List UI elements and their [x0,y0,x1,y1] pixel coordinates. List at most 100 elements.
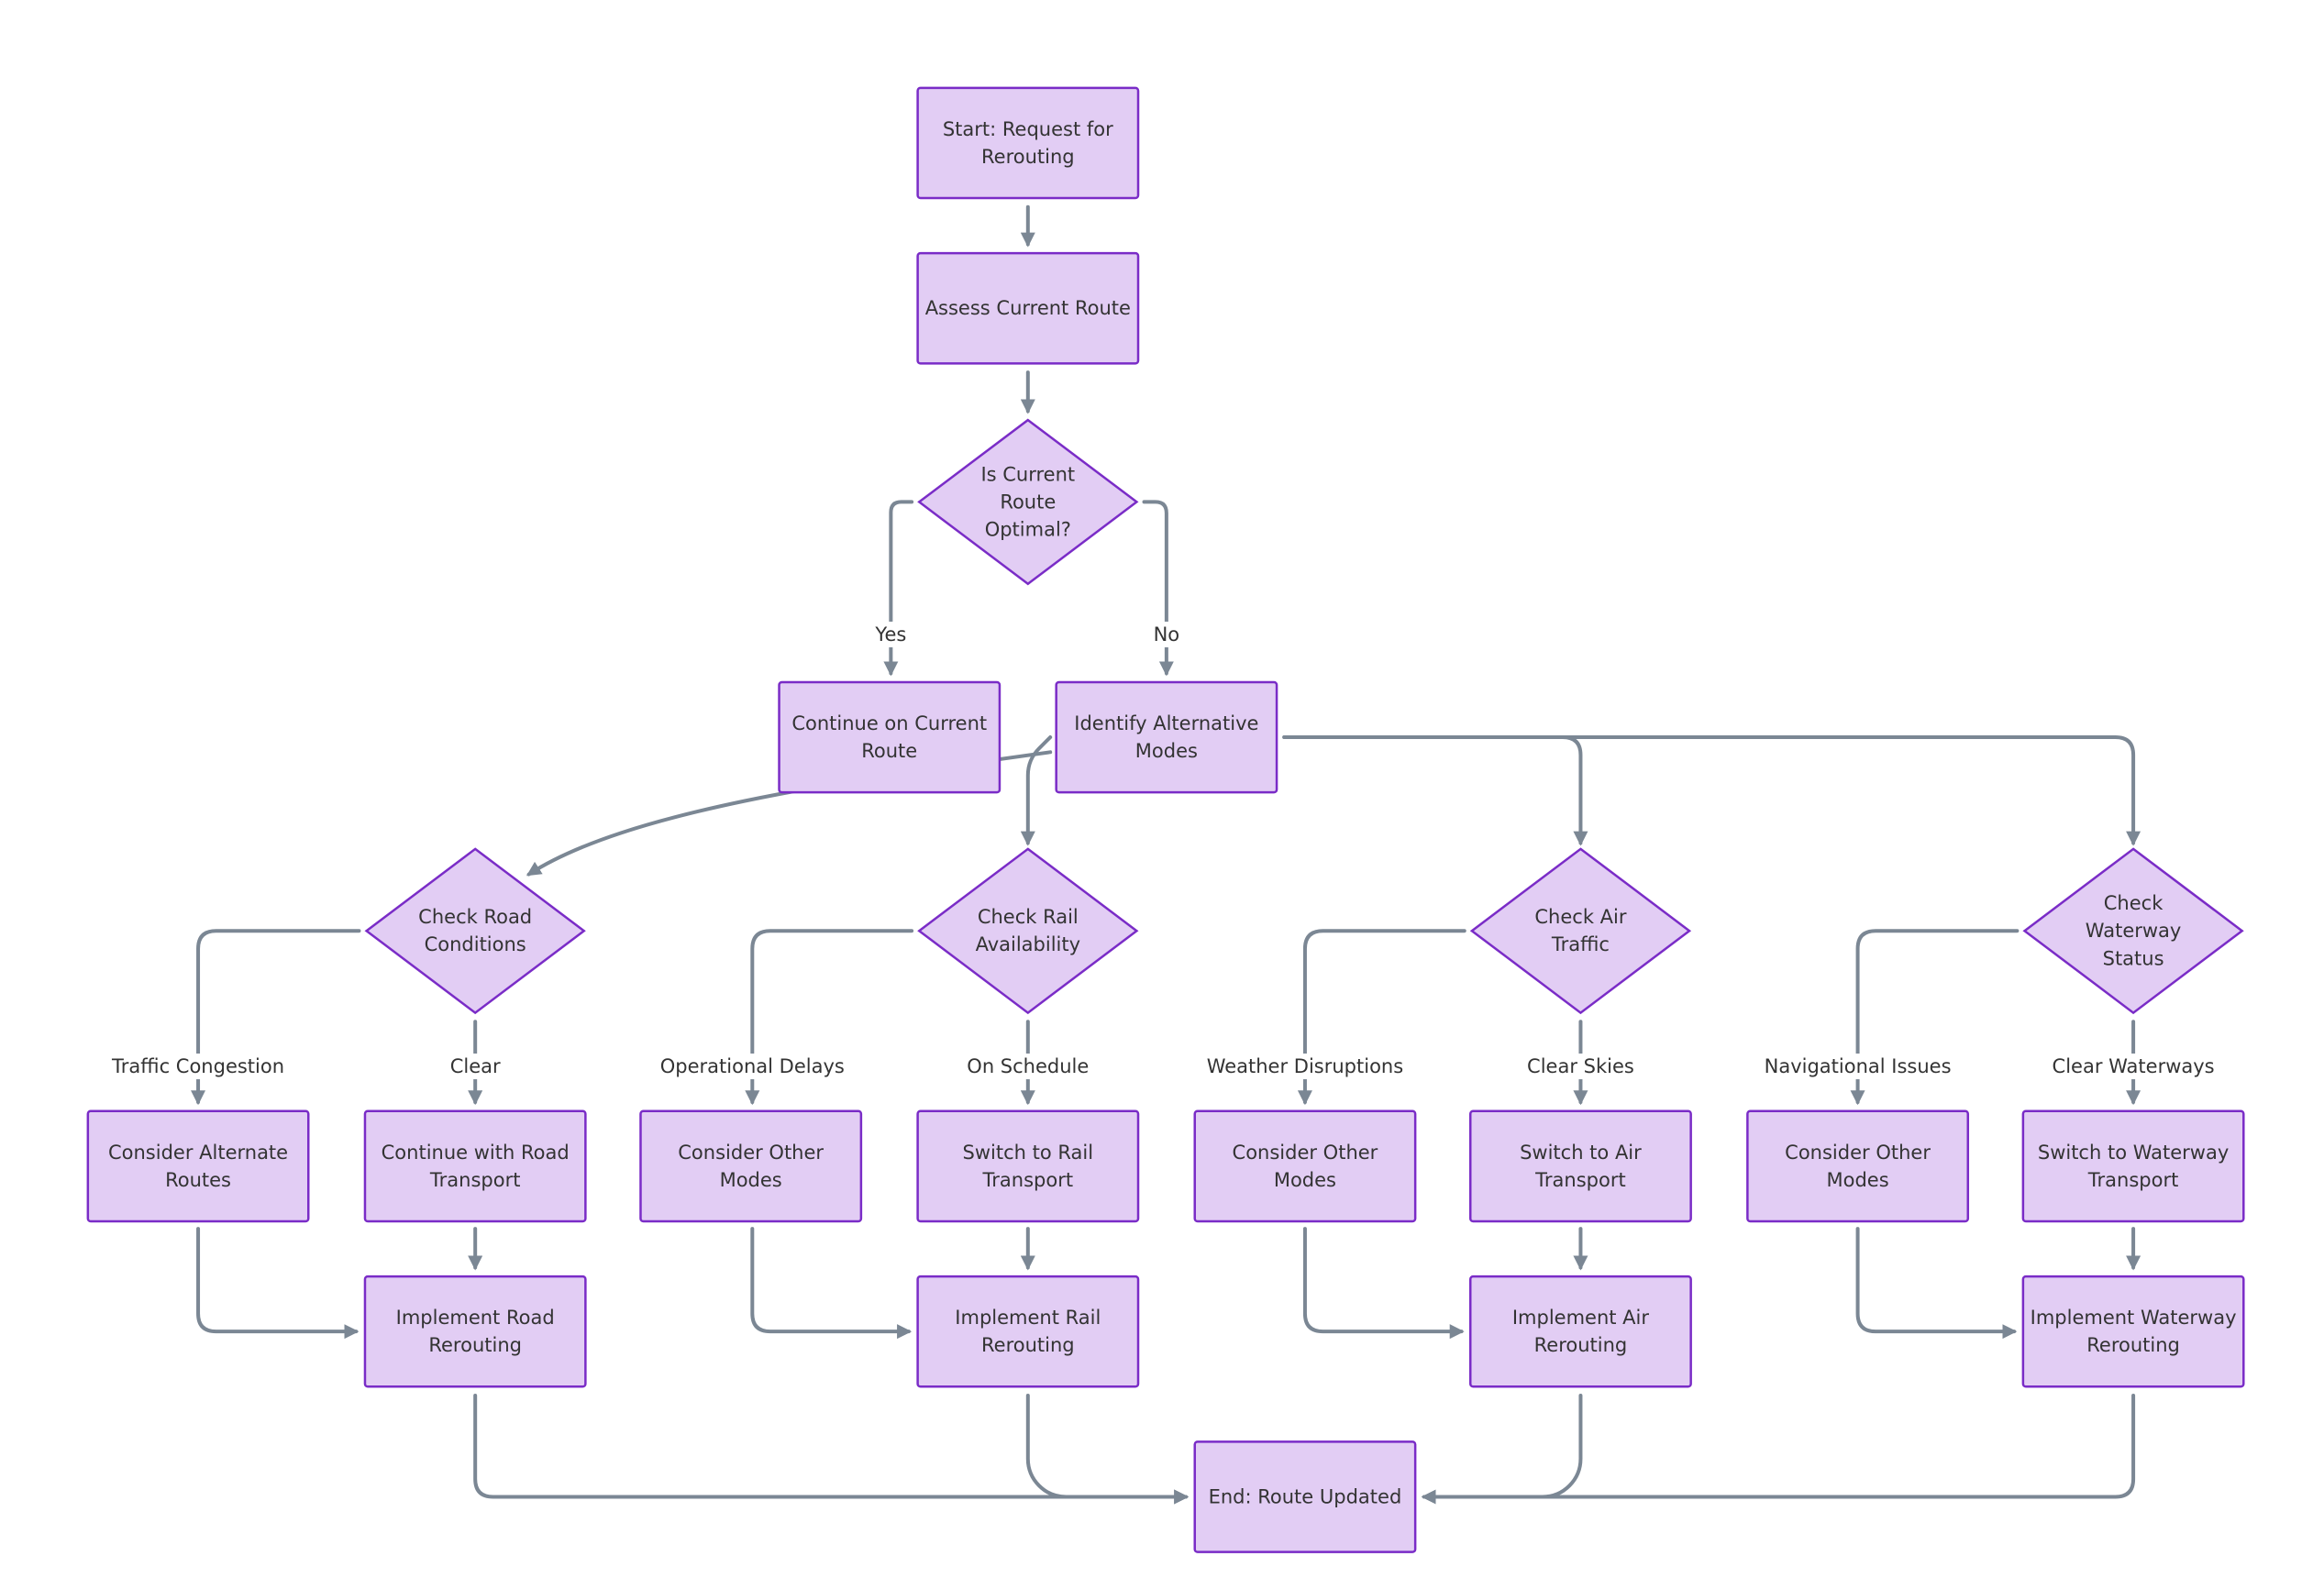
node-label-line: Check Rail [978,906,1079,928]
edge-check-rail-to-other-rail [745,929,914,1106]
node-label-line: Implement Rail [955,1307,1101,1329]
process-box [1468,1275,1692,1388]
edge-check-road-to-alt-routes [191,929,361,1106]
node-label-line: Rerouting [428,1334,522,1356]
process-box [1468,1109,1692,1223]
edge-check-air-to-other-air [1297,929,1466,1106]
process-box [916,86,1140,200]
process-box [363,1109,587,1223]
node-label-line: Transport [1534,1169,1626,1191]
edge-impl-rail-to-end [1025,1394,1190,1505]
node-label-line: Transport [2087,1169,2179,1191]
process-box [1193,1109,1417,1223]
process-box [2021,1275,2245,1388]
edge-label-text: Clear Waterways [2053,1055,2215,1077]
node-label-line: Continue on Current [791,712,987,734]
node-label-line: Consider Other [1233,1142,1378,1164]
node-label-line: Rerouting [1534,1334,1628,1356]
node-label-line: Consider Other [1785,1142,1931,1164]
edges-layer [191,204,2141,1505]
node-label-line: Traffic [1551,933,1610,955]
node-label-line: Switch to Waterway [2038,1142,2229,1164]
edge-label-background [1149,621,1184,647]
node-label-line: Check Road [418,906,532,928]
node-label-line: Status [2103,947,2164,969]
edge-label: Clear [446,1054,504,1080]
edge-label-background [1760,1054,1955,1080]
node-label-line: Conditions [425,933,526,955]
edge-label-text: Navigational Issues [1765,1055,1952,1077]
edge-alt-routes-to-impl-road [196,1227,360,1340]
process-box [916,1109,1140,1223]
edge-other-air-to-impl-air [1302,1227,1465,1340]
edge-other-rail-to-impl-rail [750,1227,913,1340]
process-box [86,1109,310,1223]
edge-label-text: Clear Skies [1527,1055,1634,1077]
node-label-line: Check [2104,892,2164,914]
edge-identify-to-check-air [1282,735,1588,846]
process-box [363,1275,587,1388]
edge-label-background [1523,1054,1638,1080]
node-label-line: Optimal? [985,518,1071,540]
edge-label-text: Yes [874,623,906,646]
edge-label: Yes [870,621,911,647]
node-label-line: Switch to Rail [963,1142,1094,1164]
edge-label-text: Traffic Congestion [111,1055,284,1077]
node-label-line: Routes [165,1169,231,1191]
edge-optimal-to-identify [1142,500,1174,677]
process-box [916,251,1140,365]
node-label-line: Transport [982,1169,1074,1191]
edge-label-background [1202,1054,1408,1080]
edge-impl-road-to-end [473,1394,1190,1505]
node-label-line: Continue with Road [382,1142,570,1164]
edge-label: On Schedule [963,1054,1093,1080]
process-box [916,1275,1140,1388]
node-label-line: Assess Current Route [925,297,1131,319]
edge-label: Clear Skies [1523,1054,1638,1080]
edge-optimal-to-continue-current [883,500,914,677]
edge-label-background [2048,1054,2219,1080]
node-label-line: Rerouting [981,146,1075,168]
process-box [778,680,1002,794]
edge-label-text: On Schedule [967,1055,1089,1077]
node-label-line: Modes [1826,1169,1888,1191]
edge-label: Operational Delays [656,1054,848,1080]
node-label-line: Route [1000,491,1056,513]
decision-diamond [364,847,586,1015]
edge-label: Weather Disruptions [1202,1054,1408,1080]
edge-label-background [870,621,911,647]
edge-label: Clear Waterways [2048,1054,2219,1080]
node-label-line: Switch to Air [1520,1142,1642,1164]
node-label-line: Check Air [1534,906,1626,928]
node-label-line: Is Current [980,463,1075,485]
node-label-line: Consider Other [678,1142,824,1164]
process-box [2021,1109,2245,1223]
edge-label-background [656,1054,848,1080]
process-box [1055,680,1278,794]
node-assess: Assess Current Route [916,251,1140,365]
node-label-line: End: Route Updated [1209,1485,1402,1507]
decision-diamond [2022,847,2244,1015]
edge-label-text: Operational Delays [660,1055,845,1077]
edge-label: Traffic Congestion [107,1054,289,1080]
edge-label-text: Clear [450,1055,501,1077]
node-label-line: Rerouting [2086,1334,2180,1356]
edge-impl-air-to-end [1421,1394,1583,1505]
node-label-line: Waterway [2086,920,2182,942]
edge-check-water-to-other-water [1850,929,2020,1106]
